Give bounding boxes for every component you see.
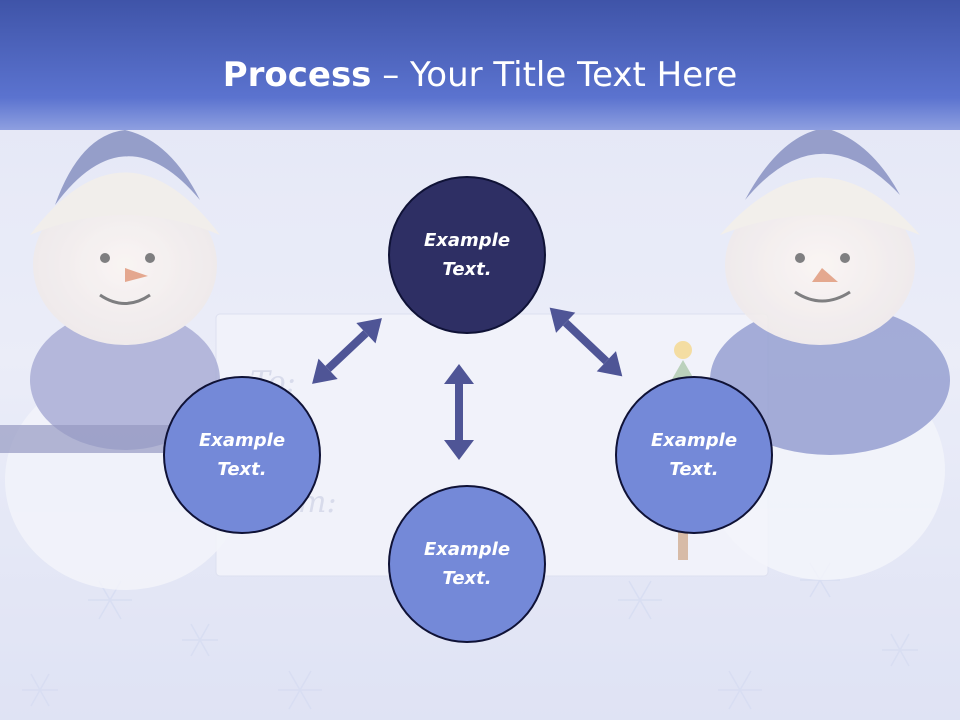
- node-right-line1: Example: [650, 430, 738, 451]
- arrow-top-right: [549, 307, 623, 377]
- slide-title: Process – Your Title Text Here: [0, 52, 960, 98]
- node-left-line2: Text.: [217, 459, 267, 480]
- node-bottom-line2: Text.: [442, 568, 492, 589]
- node-top-line1: Example: [423, 230, 511, 251]
- arrow-vertical: [444, 364, 474, 460]
- node-top-line2: Text.: [442, 259, 492, 280]
- node-bottom-line1: Example: [423, 539, 511, 560]
- title-rest: – Your Title Text Here: [371, 55, 738, 95]
- node-left-line1: Example: [198, 430, 286, 451]
- title-bold: Process: [222, 55, 372, 95]
- arrow-top-left: [312, 318, 382, 384]
- node-right-line2: Text.: [669, 459, 719, 480]
